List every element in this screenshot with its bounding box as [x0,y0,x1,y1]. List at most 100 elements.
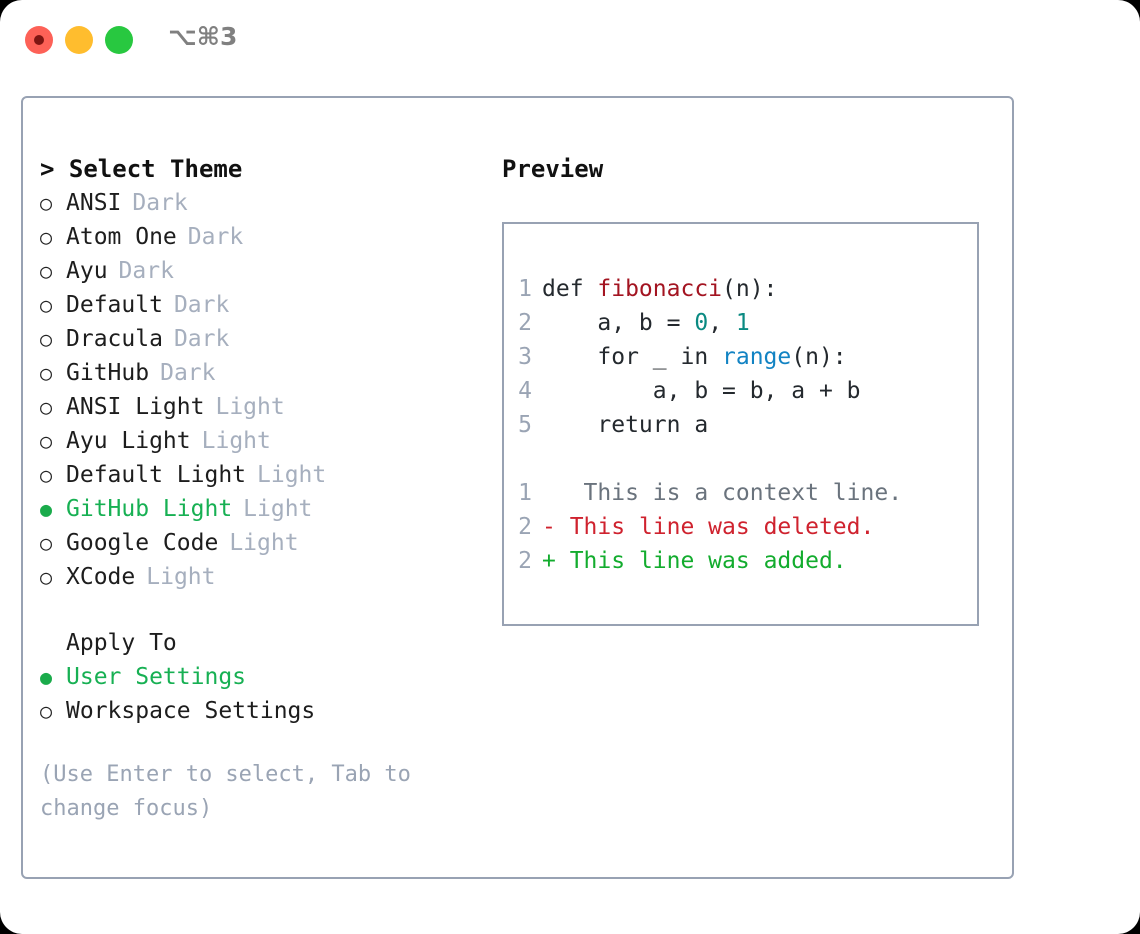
line-number: 5 [518,412,532,438]
line-number: 2 [518,514,532,540]
theme-variant-tag: Dark [173,326,230,352]
theme-name: ANSI [66,190,122,216]
code-line: 4 a, b = b, a + b [504,374,977,408]
code-line: 1 def fibonacci(n): [504,272,977,306]
theme-name: Ayu [66,258,108,284]
theme-variant-tag: Light [215,394,285,420]
apply-to-label: Apply To [66,630,177,656]
title-bar: ⌥⌘3 [0,0,1140,76]
diff-sample: 1 This is a context line.2- This line wa… [504,476,977,578]
radio-unselected-icon: ○ [40,463,53,487]
radio-unselected-icon: ○ [40,699,53,723]
code-line: 2 a, b = 0, 1 [504,306,977,340]
code-line-content: for _ in range(n): [542,340,847,374]
theme-list-item[interactable]: ○ GitHub Dark [40,356,480,390]
diff-marker: - [542,514,556,540]
code-line-content: a, b = b, a + b [542,374,861,408]
diff-line-content: This is a context line. [555,480,903,506]
theme-variant-tag: Dark [132,190,188,216]
diff-marker: + [542,548,556,574]
radio-unselected-icon: ○ [40,531,53,555]
theme-variant-tag: Dark [118,258,174,284]
close-button[interactable] [25,26,53,54]
code-token: range [722,344,792,370]
theme-name: XCode [66,564,136,590]
code-line: 5 return a [504,408,977,442]
apply-to-option-label: User Settings [66,664,247,690]
code-token: (n): [791,344,847,370]
line-number: 1 [518,480,532,506]
diff-line: 2+ This line was added. [504,544,977,578]
apply-to-option[interactable]: ○Workspace Settings [40,694,480,728]
theme-variant-tag: Dark [173,292,230,318]
line-number: 1 [518,276,532,302]
theme-variant-tag: Light [201,428,271,454]
diff-marker [542,476,556,510]
zoom-button[interactable] [105,26,133,54]
code-token: a, b = b, a + b [542,378,861,404]
theme-list-item[interactable]: ○ Ayu Dark [40,254,480,288]
radio-unselected-icon: ○ [40,361,53,385]
code-token: def [542,276,598,302]
theme-list-item[interactable]: ○ ANSI Dark [40,186,480,220]
theme-list-item[interactable]: ○ XCode Light [40,560,480,594]
theme-list-item[interactable]: ○ Atom One Dark [40,220,480,254]
theme-list-item[interactable]: ● GitHub Light Light [40,492,480,526]
line-number: 4 [518,378,532,404]
radio-unselected-icon: ○ [40,191,53,215]
line-number: 2 [518,310,532,336]
code-line: 3 for _ in range(n): [504,340,977,374]
code-token: fibonacci [597,276,723,302]
select-theme-header: > Select Theme [40,155,243,183]
diff-line-content: This line was deleted. [555,514,875,540]
apply-to-list[interactable]: ● User Settings ○Workspace Settings [40,660,480,728]
theme-name: Google Code [66,530,219,556]
theme-name: Ayu Light [66,428,191,454]
code-token: (n): [722,276,778,302]
minimize-button[interactable] [65,26,93,54]
radio-selected-icon: ● [40,497,53,521]
theme-variant-tag: Light [146,564,216,590]
theme-name: GitHub Light [66,496,233,522]
theme-variant-tag: Dark [187,224,244,250]
radio-unselected-icon: ○ [40,259,53,283]
preview-header: Preview [502,155,604,183]
radio-unselected-icon: ○ [40,225,53,249]
theme-list-item[interactable]: ○ Default Dark [40,288,480,322]
theme-variant-tag: Light [243,496,313,522]
theme-name: Default Light [66,462,247,488]
diff-line: 1 This is a context line. [504,476,977,510]
code-token: 1 [735,310,750,336]
diff-line-content: This line was added. [555,548,847,574]
keyboard-hint-text: (Use Enter to select, Tab to change focu… [40,762,411,821]
theme-name: GitHub [66,360,150,386]
theme-variant-tag: Dark [160,360,216,386]
code-token: 0 [694,310,709,336]
diff-line: 2- This line was deleted. [504,510,977,544]
theme-name: Default [66,292,163,318]
code-diff-spacer [504,442,977,476]
theme-name: Atom One [66,224,177,250]
apply-to-option[interactable]: ● User Settings [40,660,480,694]
radio-selected-icon: ● [40,665,53,689]
radio-unselected-icon: ○ [40,327,53,351]
code-line-content: a, b = 0, 1 [542,306,750,340]
code-token: a, b = [542,310,695,336]
radio-unselected-icon: ○ [40,395,53,419]
radio-unselected-icon: ○ [40,565,53,589]
code-token: for _ in [542,344,723,370]
line-number: 3 [518,344,532,370]
radio-unselected-icon: ○ [40,293,53,317]
